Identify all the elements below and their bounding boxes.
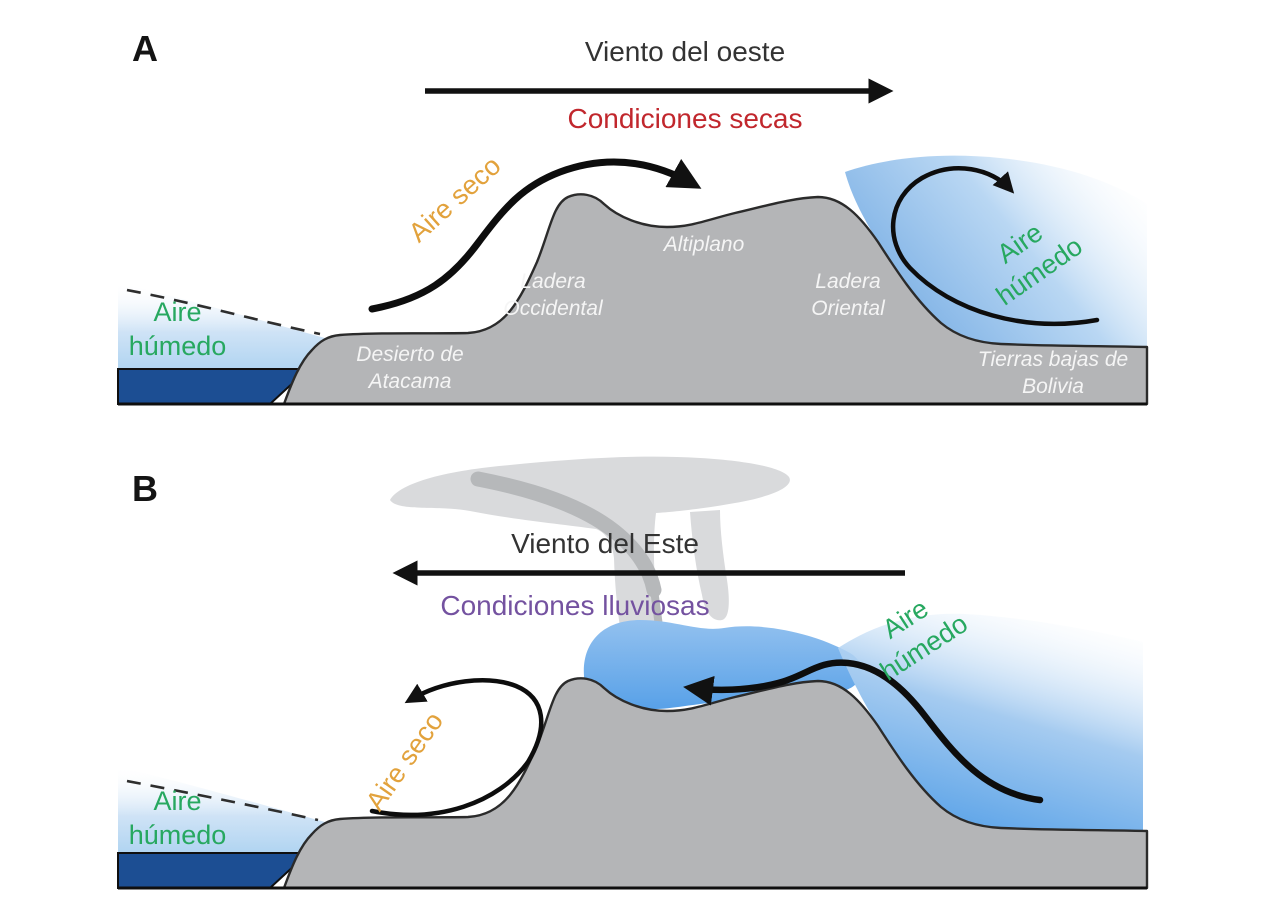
condition-label-b: Condiciones lluviosas (440, 590, 710, 621)
inversion-dashed-line-b (126, 779, 319, 822)
humid-air-loop-arrow-a (890, 166, 1100, 327)
ascending-dry-air-arrow-a (368, 158, 702, 313)
ocean-b (117, 852, 311, 889)
moist-air-region-a (845, 155, 1147, 347)
cloud-stem-right (690, 510, 729, 621)
condition-label-a: Condiciones secas (567, 103, 803, 134)
anvil-cloud-icon (390, 456, 790, 688)
descending-moist-air-arrow-b (683, 659, 1044, 804)
desert-label: Desierto de Atacama (356, 343, 464, 394)
lowlands-label: Tierras bajas de Bolivia (977, 348, 1129, 399)
cloud-updraft-streak (470, 471, 662, 598)
mountain-profile-a (282, 193, 1149, 406)
dry-air-loop-arrow-b (369, 678, 544, 818)
wind-title-b: Viento del Este (511, 528, 699, 559)
humid-air-left-label-a: Aire húmedo (128, 297, 227, 361)
wind-title-a: Viento del oeste (584, 36, 786, 67)
mountain-profile-b (282, 677, 1149, 890)
western-slope-label: Ladera Occidental (503, 270, 603, 321)
eastern-slope-label: Ladera Oriental (811, 270, 885, 321)
panel-a-letter: A (132, 28, 158, 69)
moist-air-wedge-b (118, 767, 332, 856)
altiplano-label: Altiplano (663, 233, 745, 256)
inversion-dashed-line-a (126, 288, 321, 336)
humid-air-left-label-b: Aire húmedo (128, 786, 227, 850)
panel-b-letter: B (132, 468, 158, 509)
moist-air-wedge-a (118, 283, 332, 372)
ocean-a (117, 368, 311, 405)
